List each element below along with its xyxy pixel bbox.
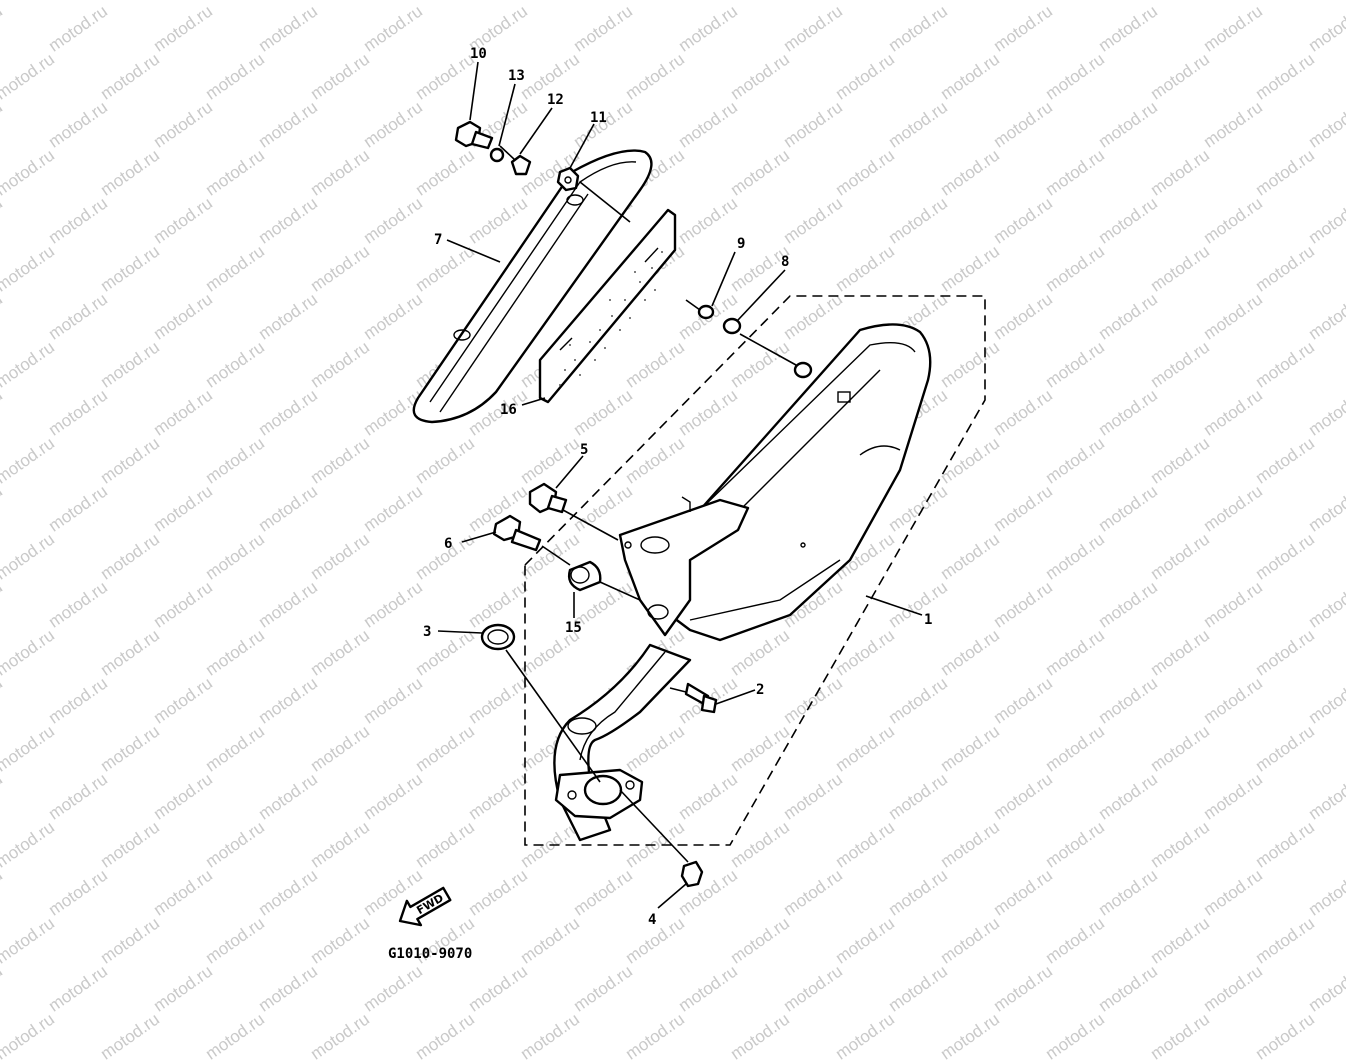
callout-8: 8 [781,254,789,270]
callout-16: 16 [500,402,517,418]
callout-labels: 10 13 12 11 7 9 8 16 5 6 15 3 1 2 4 [423,46,932,928]
screw-2 [684,682,718,714]
watermark-text: motod.ru [307,1009,373,1064]
callout-11: 11 [590,110,607,126]
callout-15: 15 [565,620,582,636]
bolt-5 [528,482,568,514]
callout-2: 2 [756,682,764,698]
watermark-text: motod.ru [937,1009,1003,1064]
callout-4: 4 [648,912,656,928]
callout-3: 3 [423,624,431,640]
watermark-text: motod.ru [1252,1009,1318,1064]
callout-1: 1 [924,612,932,628]
watermark-text: motod.ru [97,1009,163,1064]
muffler-1 [638,323,932,642]
screw-4 [680,860,704,888]
callout-5: 5 [580,442,588,458]
watermark-text: motod.ru [727,1009,793,1064]
callout-9: 9 [737,236,745,252]
muffler-assembly-outline [524,295,986,846]
diagram-code: G1010-9070 [388,946,472,962]
damper-15 [567,560,602,592]
callout-10: 10 [470,46,487,62]
pipe-flange [554,768,644,820]
collar-12 [510,154,532,176]
washer-8 [722,317,742,335]
washer-13 [489,147,505,163]
watermark-text: motod.ru [202,1009,268,1064]
muffler-stud-upper [793,361,813,379]
leader-lines [437,61,923,909]
exhaust-diagram-svg: 10 13 12 11 7 9 8 16 5 6 15 3 1 2 4 FWD … [388,46,986,962]
muffler-bracket [618,496,750,637]
watermark-text: motod.ru [832,1009,898,1064]
callout-12: 12 [547,92,564,108]
bolt-10 [454,120,494,150]
watermark-text: motod.ru [0,1009,58,1064]
washer-9 [697,304,715,320]
gasket-3 [480,623,516,651]
watermark-text: motod.ru [517,1009,583,1064]
watermark-text: motod.ru [412,1009,478,1064]
protector-pad-16 [538,208,677,404]
bolt-6 [492,514,542,552]
forward-arrow-icon: FWD [398,886,452,927]
watermark-text: motod.ru [1042,1009,1108,1064]
watermark-text: motod.ru [622,1009,688,1064]
watermark-text: motod.ru [1147,1009,1213,1064]
callout-13: 13 [508,68,525,84]
callout-7: 7 [434,232,442,248]
callout-6: 6 [444,536,452,552]
